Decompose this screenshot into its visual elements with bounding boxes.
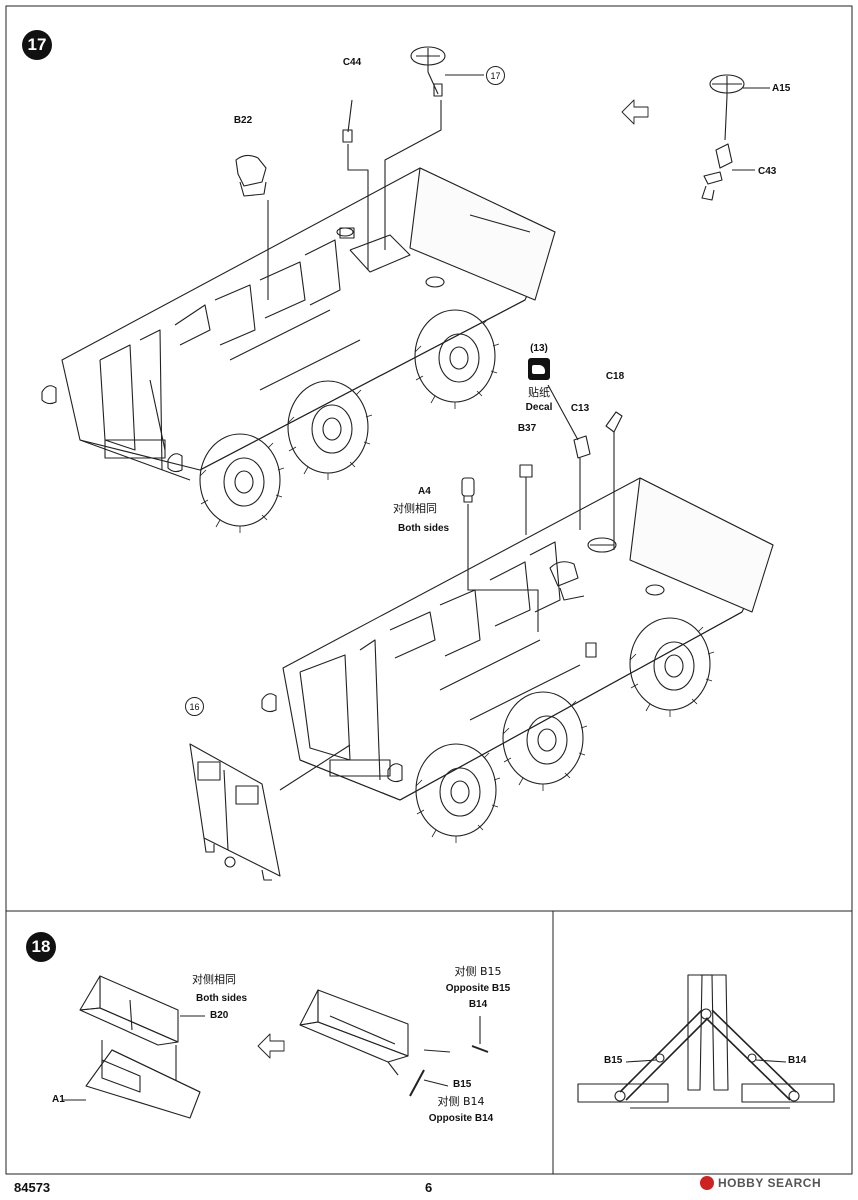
tow-hook-right-lower: [387, 763, 403, 783]
tire-treads-upper: [199, 318, 500, 533]
page-number: 6: [425, 1180, 433, 1195]
label-c44: C44: [342, 57, 362, 68]
label-opposite-b14-en: Opposite B14: [428, 1113, 494, 1124]
part-b37: [519, 464, 533, 535]
label-detail-b15: B15: [604, 1055, 623, 1066]
steering-column-a15-c43: [701, 74, 770, 201]
label-a4: A4: [418, 486, 431, 497]
label-a4-both-sides-en: Both sides: [398, 523, 450, 534]
label-decal-cn: 贴纸: [528, 386, 550, 399]
step-18-marker: 18: [26, 932, 56, 962]
steering-wheel-part-17: [384, 46, 484, 250]
lever-c44-part: [342, 99, 369, 270]
label-b20: B20: [210, 1010, 229, 1021]
tow-hook-right-upper: [167, 453, 183, 473]
label-c43: C43: [758, 166, 777, 177]
label-decal-en: Decal: [525, 402, 553, 413]
tow-hook-left-upper: [41, 385, 57, 405]
kit-code: 84573: [14, 1180, 51, 1195]
label-opposite-b15-en: Opposite B15: [445, 983, 511, 994]
direction-arrow-17: [621, 99, 649, 125]
detail-drawing: [577, 974, 835, 1109]
label-b20-both-sides-en: Both sides: [196, 993, 248, 1004]
vehicle-hull-lower: [282, 477, 774, 801]
rear-door-part-16: [189, 743, 351, 881]
part-c13: [573, 435, 591, 530]
step18-panel-border: [5, 910, 554, 1175]
step-17-marker: 17: [22, 30, 52, 60]
decal-13-leader: [547, 384, 579, 441]
label-c18: C18: [605, 371, 625, 382]
tire-treads-lower: [415, 626, 715, 843]
label-detail-b14: B14: [788, 1055, 807, 1066]
label-c13: C13: [570, 403, 590, 414]
watermark: HOBBY SEARCH: [700, 1176, 821, 1190]
label-a15: A15: [772, 83, 791, 94]
bench-base-a1: [62, 1049, 201, 1119]
vehicle-hull-upper: [61, 167, 556, 481]
bench-assembly-b20: [79, 975, 205, 1100]
label-a4-both-sides-cn: 对侧相同: [393, 502, 437, 515]
ref-17-marker: 17: [486, 66, 505, 85]
label-b20-both-sides-cn: 对侧相同: [192, 973, 236, 986]
label-a1: A1: [52, 1094, 65, 1105]
part-c18: [605, 411, 623, 550]
label-opposite-b15-cn: 对侧 B15: [454, 965, 502, 978]
label-b37: B37: [517, 423, 537, 434]
part-a4: [461, 477, 539, 632]
label-b15-lower: B15: [453, 1079, 472, 1090]
ref-16-marker: 16: [185, 697, 204, 716]
watermark-logo-icon: [700, 1176, 714, 1190]
detail-panel-border: [552, 910, 853, 1175]
label-opposite-b14-cn: 对侧 B14: [437, 1095, 485, 1108]
tow-hook-left-lower: [261, 693, 277, 713]
watermark-text: HOBBY SEARCH: [718, 1176, 822, 1190]
seat-b22-part: [235, 154, 269, 300]
label-b14-upper: B14: [468, 999, 488, 1010]
decal-icon: [528, 358, 550, 380]
label-ref-13: (13): [530, 343, 548, 354]
bench-assembled: [299, 989, 451, 1076]
label-b22: B22: [233, 115, 253, 126]
strut-b14-b15: [409, 1016, 489, 1097]
direction-arrow-18: [257, 1033, 285, 1059]
